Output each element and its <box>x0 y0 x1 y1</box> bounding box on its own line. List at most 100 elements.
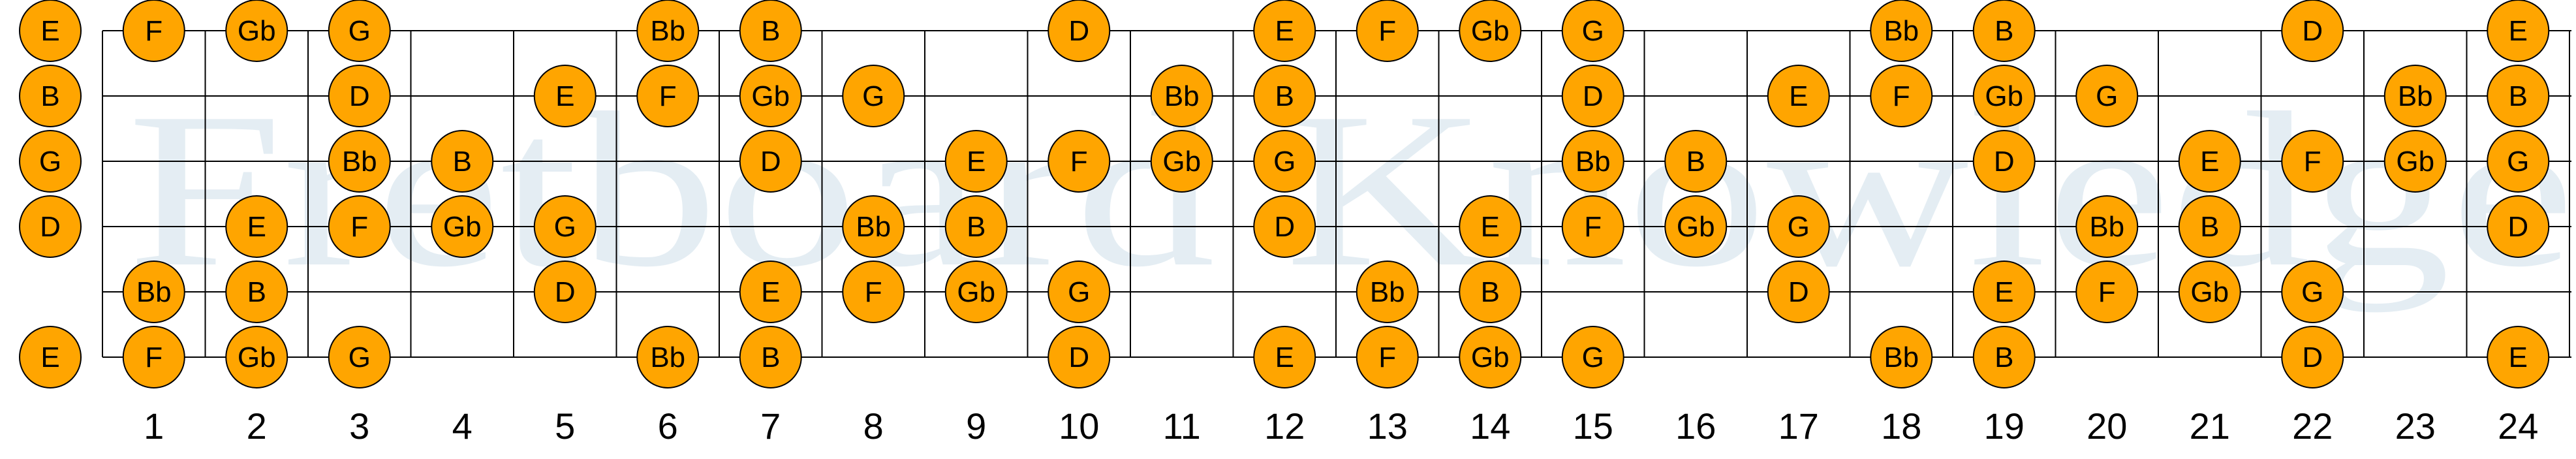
note-label: Gb <box>2396 146 2434 178</box>
note-marker-low-e-fret-24: E <box>2487 326 2550 388</box>
note-marker-g-fret-16: B <box>1664 130 1728 193</box>
note-circle <box>2281 130 2344 193</box>
note-label: D <box>2302 341 2323 373</box>
note-label: B <box>40 80 59 112</box>
note-circle <box>2075 65 2139 127</box>
note-marker-high-e-fret-7: B <box>739 0 802 62</box>
note-marker-g-fret-11: Gb <box>1150 130 1213 193</box>
note-marker-a-fret-22: G <box>2281 261 2344 323</box>
note-marker-a-fret-8: F <box>842 261 905 323</box>
note-marker-low-e-fret-2: Gb <box>225 326 288 388</box>
note-circle <box>2487 0 2550 62</box>
note-label: Bb <box>1164 80 1200 112</box>
note-marker-a-fret-19: E <box>1972 261 2036 323</box>
note-marker-b-fret-12: B <box>1253 65 1316 127</box>
fret-lines <box>102 31 2570 357</box>
note-marker-a-fret-7: E <box>739 261 802 323</box>
note-circle <box>533 65 597 127</box>
note-marker-g-fret-0: G <box>19 130 82 193</box>
note-circle <box>1459 326 1522 388</box>
note-marker-b-fret-5: E <box>533 65 597 127</box>
note-circle <box>1767 195 1830 258</box>
note-marker-low-e-fret-13: F <box>1356 326 1419 388</box>
fret-number-8: 8 <box>863 405 884 447</box>
note-label: F <box>1378 15 1396 47</box>
note-label: D <box>1994 146 2015 178</box>
fret-number-17: 17 <box>1778 405 1819 447</box>
note-circle <box>2487 326 2550 388</box>
note-marker-d-fret-17: G <box>1767 195 1830 258</box>
note-circle <box>2281 261 2344 323</box>
note-label: F <box>145 15 163 47</box>
note-circle <box>2383 130 2447 193</box>
note-label: D <box>1068 341 1089 373</box>
note-circle <box>2178 261 2241 323</box>
note-label: B <box>761 341 780 373</box>
note-circle <box>431 195 494 258</box>
note-label: Gb <box>1471 15 1510 47</box>
fret-number-13: 13 <box>1367 405 1408 447</box>
note-marker-a-fret-5: D <box>533 261 597 323</box>
note-circle <box>1870 0 1933 62</box>
note-marker-low-e-fret-22: D <box>2281 326 2344 388</box>
note-label: Gb <box>238 341 276 373</box>
note-label: F <box>1584 211 1602 243</box>
note-circle <box>122 261 185 323</box>
note-circle <box>2178 195 2241 258</box>
note-label: G <box>1582 341 1604 373</box>
note-circle <box>1767 261 1830 323</box>
note-circle <box>2281 0 2344 62</box>
note-circle <box>739 0 802 62</box>
note-label: E <box>2509 341 2528 373</box>
note-circle <box>1047 130 1111 193</box>
note-marker-d-fret-24: D <box>2487 195 2550 258</box>
fret-number-15: 15 <box>1573 405 1613 447</box>
note-marker-b-fret-24: B <box>2487 65 2550 127</box>
note-circle <box>2075 195 2139 258</box>
note-label: G <box>349 15 371 47</box>
note-marker-low-e-fret-12: E <box>1253 326 1316 388</box>
note-label: B <box>1275 80 1294 112</box>
note-circle <box>636 326 700 388</box>
note-circle <box>842 195 905 258</box>
note-circle <box>328 65 391 127</box>
note-circle <box>225 195 288 258</box>
note-label: Gb <box>1677 211 1715 243</box>
note-circle <box>19 65 82 127</box>
note-marker-b-fret-11: Bb <box>1150 65 1213 127</box>
note-circle <box>1870 326 1933 388</box>
note-circle <box>328 195 391 258</box>
note-circle <box>1459 0 1522 62</box>
note-label: Bb <box>856 211 891 243</box>
fret-number-19: 19 <box>1984 405 2025 447</box>
fret-number-5: 5 <box>555 405 575 447</box>
note-circle <box>739 326 802 388</box>
note-circle <box>1253 65 1316 127</box>
note-circle <box>739 261 802 323</box>
note-circle <box>739 130 802 193</box>
note-label: D <box>349 80 370 112</box>
note-marker-low-e-fret-14: Gb <box>1459 326 1522 388</box>
note-label: F <box>2098 276 2116 308</box>
note-marker-b-fret-8: G <box>842 65 905 127</box>
note-label: D <box>2302 15 2323 47</box>
fret-number-10: 10 <box>1059 405 1099 447</box>
note-label: Bb <box>1884 341 1919 373</box>
fret-number-7: 7 <box>760 405 781 447</box>
note-marker-low-e-fret-18: Bb <box>1870 326 1933 388</box>
note-marker-g-fret-15: Bb <box>1561 130 1624 193</box>
note-label: E <box>1481 211 1500 243</box>
note-label: D <box>1274 211 1295 243</box>
note-marker-low-e-fret-10: D <box>1047 326 1111 388</box>
note-label: G <box>554 211 576 243</box>
note-circle <box>1459 195 1522 258</box>
note-circle <box>2178 130 2241 193</box>
fret-number-4: 4 <box>452 405 473 447</box>
fret-number-18: 18 <box>1881 405 1921 447</box>
note-marker-low-e-fret-19: B <box>1972 326 2036 388</box>
note-marker-low-e-fret-3: G <box>328 326 391 388</box>
note-marker-low-e-fret-15: G <box>1561 326 1624 388</box>
note-marker-g-fret-23: Gb <box>2383 130 2447 193</box>
